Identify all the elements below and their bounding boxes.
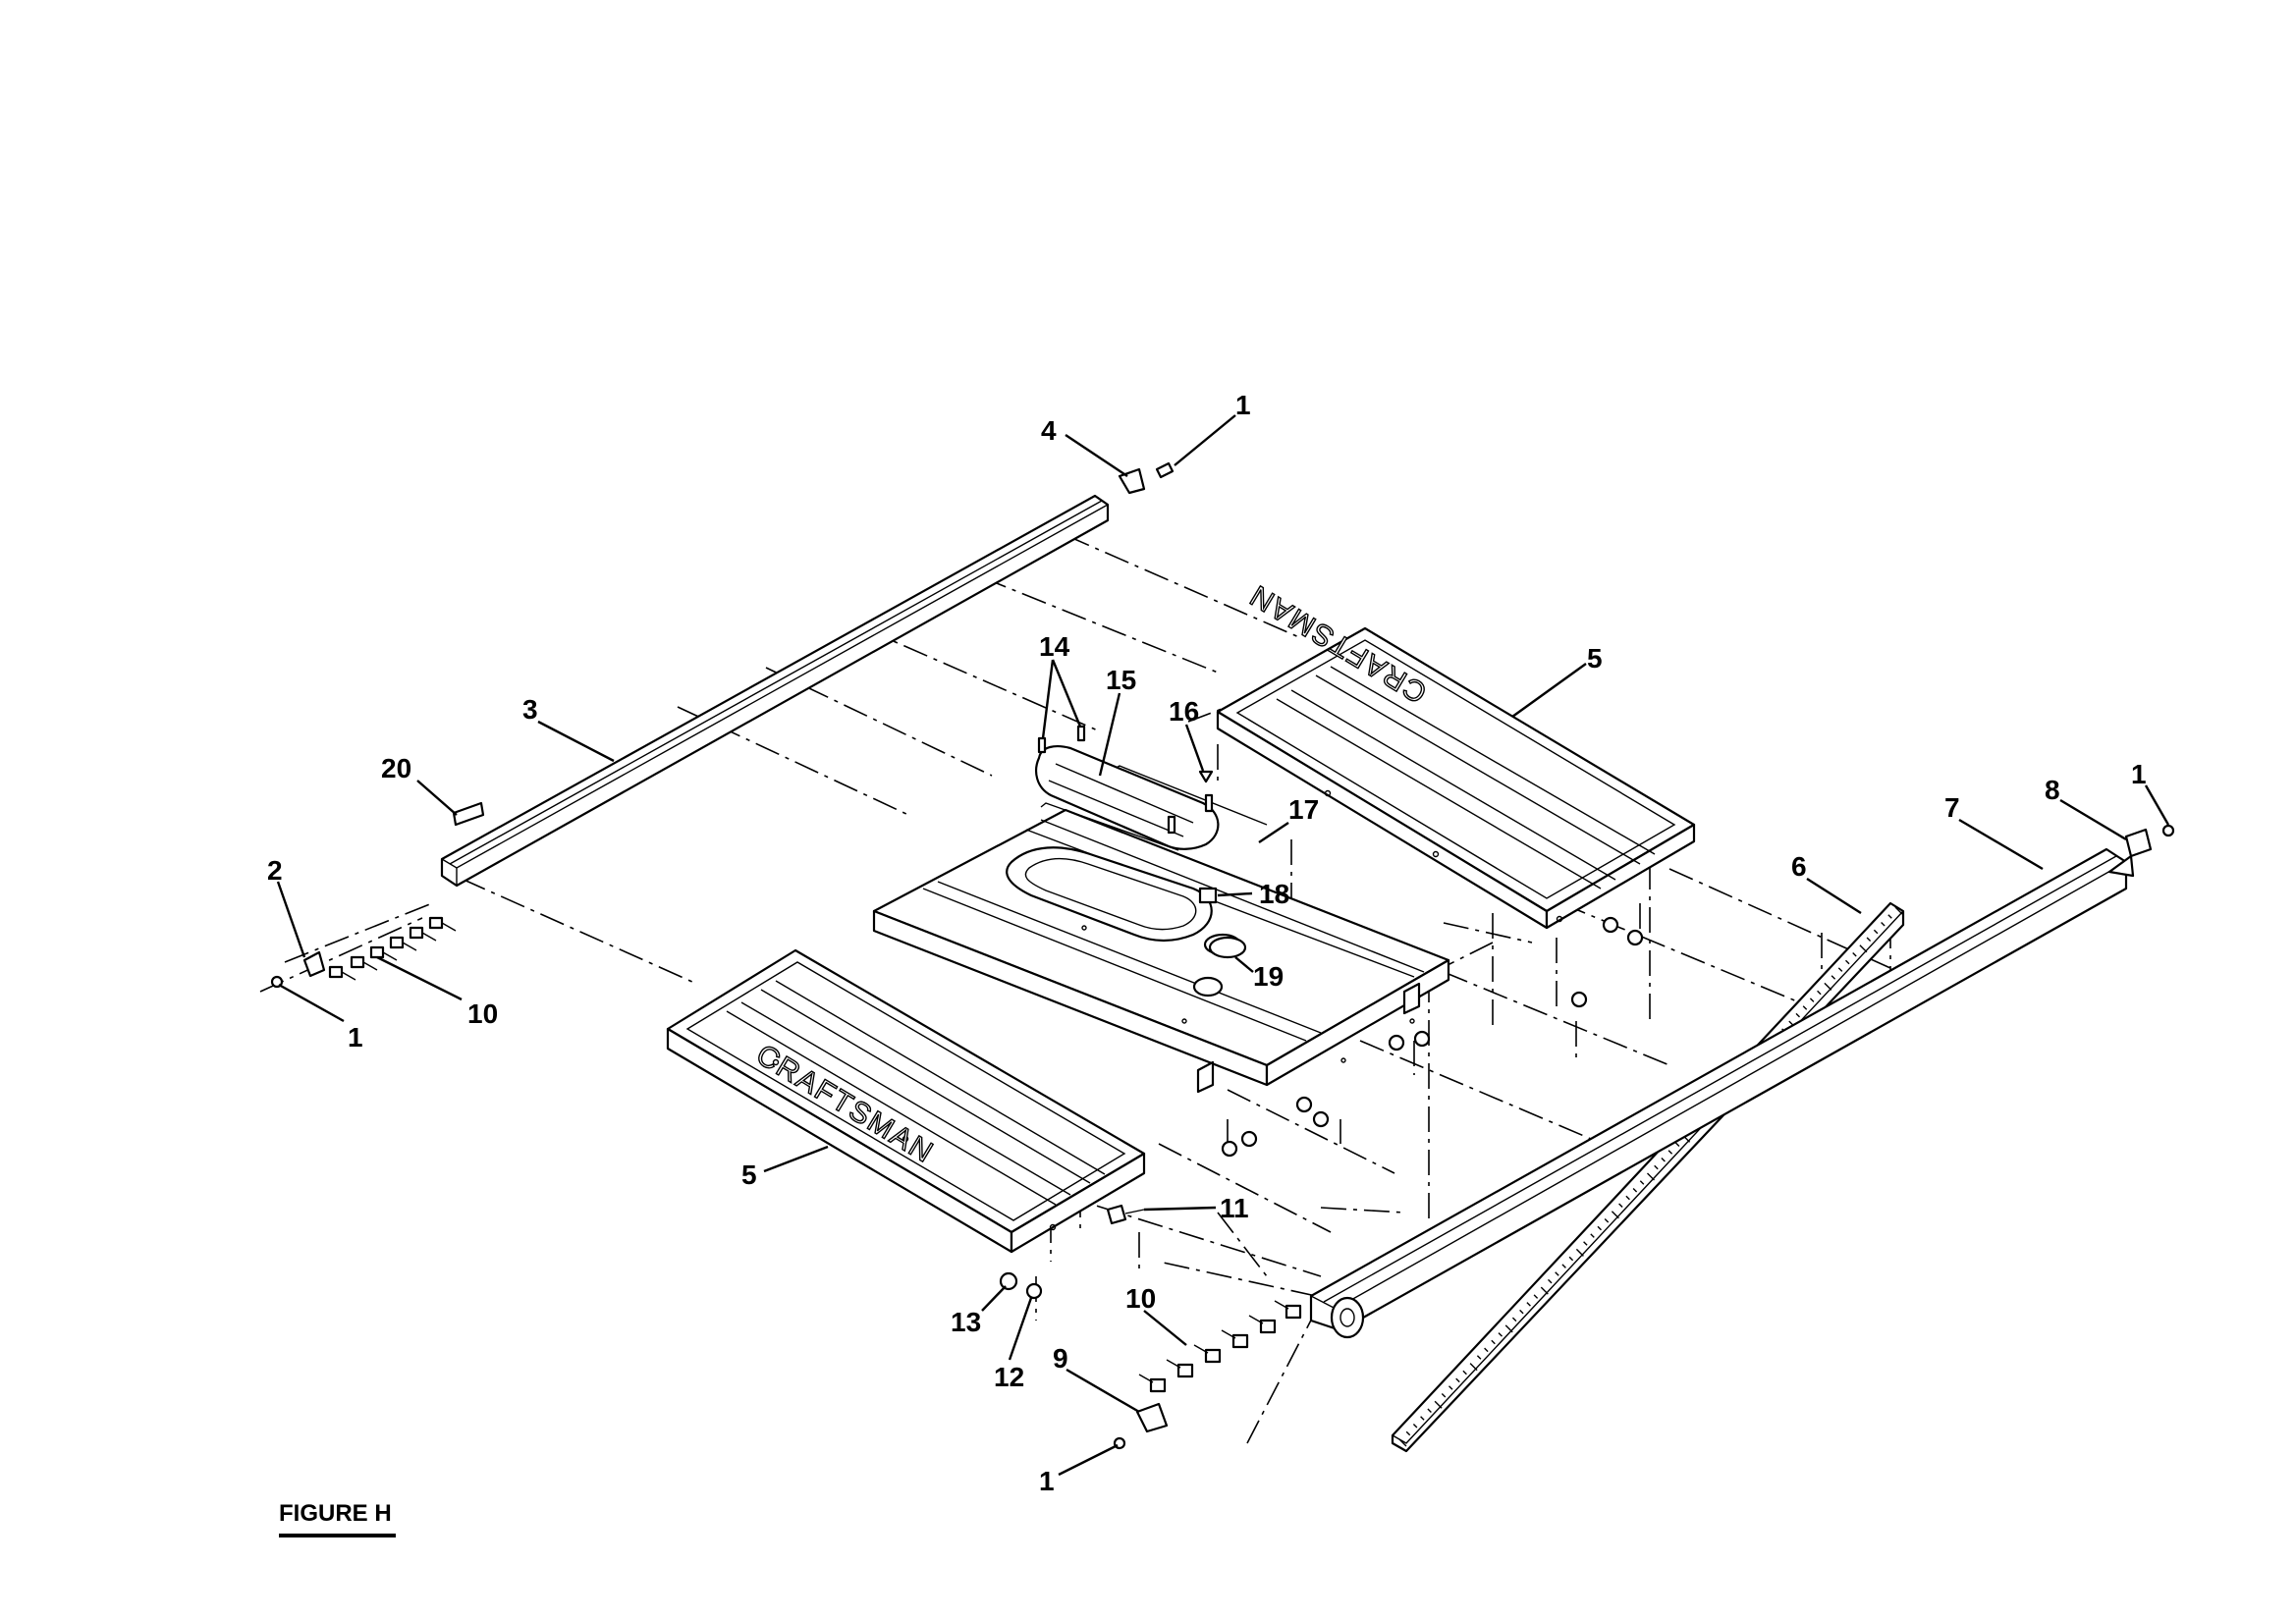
washer-12 <box>1025 1282 1043 1300</box>
screw-16 <box>1198 770 1214 783</box>
callout-1-left: 1 <box>348 1022 363 1052</box>
rear-rail <box>440 494 1110 888</box>
front-rail <box>1309 847 2135 1339</box>
callout-16: 16 <box>1169 696 1199 727</box>
bracket-2 <box>302 950 326 978</box>
callout-17: 17 <box>1288 794 1319 825</box>
extension-wing-right: CRAFTSMAN <box>1216 577 1696 930</box>
screw-1-top <box>1155 461 1175 479</box>
callout-13: 13 <box>951 1307 981 1337</box>
extension-wing-left <box>666 948 1146 1254</box>
scale <box>1391 901 1905 1453</box>
hardware <box>270 461 2175 1450</box>
callout-5-left: 5 <box>741 1160 757 1190</box>
plug-19 <box>1208 936 1247 959</box>
figure-caption: FIGURE H <box>279 1500 396 1537</box>
callout-15: 15 <box>1106 665 1136 695</box>
callout-2: 2 <box>267 855 283 886</box>
callout-10-left: 10 <box>467 998 498 1029</box>
carriage-bolts-bottom <box>1138 1300 1302 1393</box>
bracket-9 <box>1135 1402 1169 1433</box>
nut-13 <box>999 1271 1018 1291</box>
callout-8: 8 <box>2045 775 2060 805</box>
callout-14: 14 <box>1039 631 1070 662</box>
screw-1-right <box>2161 824 2175 837</box>
callout-12: 12 <box>994 1362 1024 1392</box>
callout-4: 4 <box>1041 415 1057 446</box>
callout-6: 6 <box>1791 851 1807 882</box>
bracket-8 <box>2124 828 2153 858</box>
nut-18 <box>1198 887 1218 904</box>
callout-19: 19 <box>1253 961 1284 992</box>
callout-7: 7 <box>1944 792 1960 823</box>
callout-5-right: 5 <box>1587 643 1603 674</box>
callout-11: 11 <box>1220 1193 1249 1223</box>
callout-18: 18 <box>1259 879 1289 909</box>
callout-1-top: 1 <box>1235 390 1251 420</box>
leader-lines <box>276 414 2170 1477</box>
callout-numbers: 1 4 3 20 2 1 10 14 15 16 17 18 19 5 5 6 … <box>267 390 2147 1496</box>
callout-3: 3 <box>522 694 538 725</box>
center-table <box>872 765 1450 1094</box>
callout-10-bottom: 10 <box>1125 1283 1156 1314</box>
callout-9: 9 <box>1053 1343 1068 1374</box>
callout-20: 20 <box>381 753 411 783</box>
label-20 <box>452 801 485 827</box>
callout-1-bottom: 1 <box>1039 1466 1055 1496</box>
throat-plate <box>1035 725 1220 850</box>
callout-1-right: 1 <box>2131 759 2147 789</box>
carriage-bolts-left <box>328 916 457 981</box>
bolt-11 <box>1106 1204 1127 1225</box>
